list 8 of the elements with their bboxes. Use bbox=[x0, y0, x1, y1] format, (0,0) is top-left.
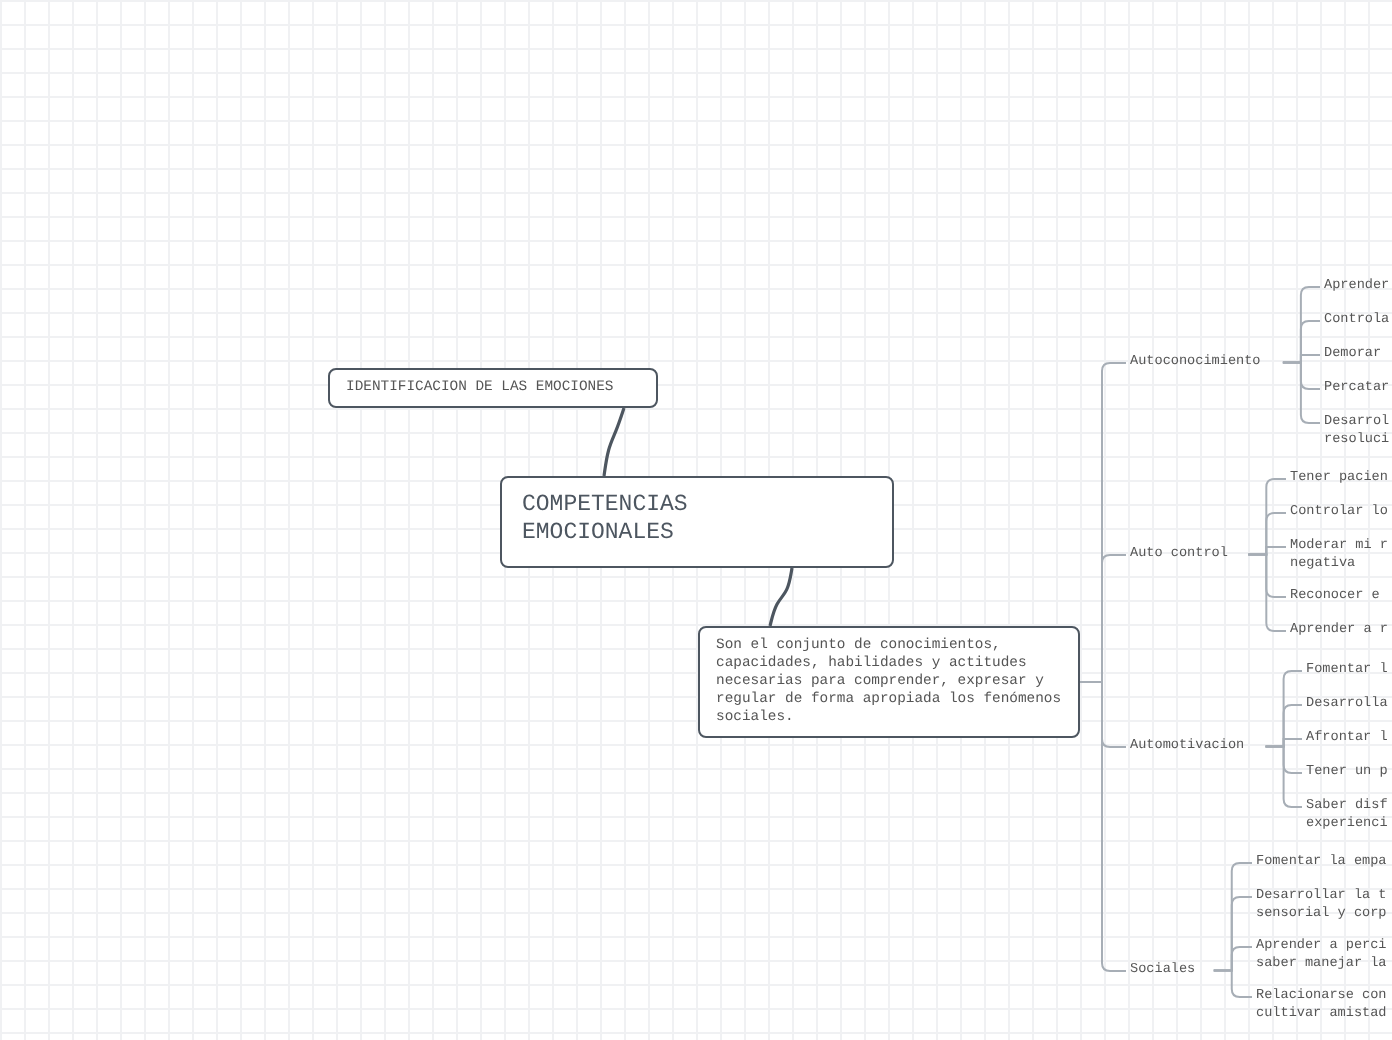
connector-line bbox=[1281, 361, 1321, 424]
central-topic-box: COMPETENCIAS EMOCIONALES bbox=[500, 476, 894, 568]
connector-line bbox=[1212, 969, 1253, 998]
connector-line bbox=[1079, 681, 1127, 972]
connector-line bbox=[602, 407, 626, 477]
connector-line bbox=[1264, 745, 1303, 808]
connector-line bbox=[1247, 553, 1287, 632]
connector-line bbox=[768, 567, 794, 627]
